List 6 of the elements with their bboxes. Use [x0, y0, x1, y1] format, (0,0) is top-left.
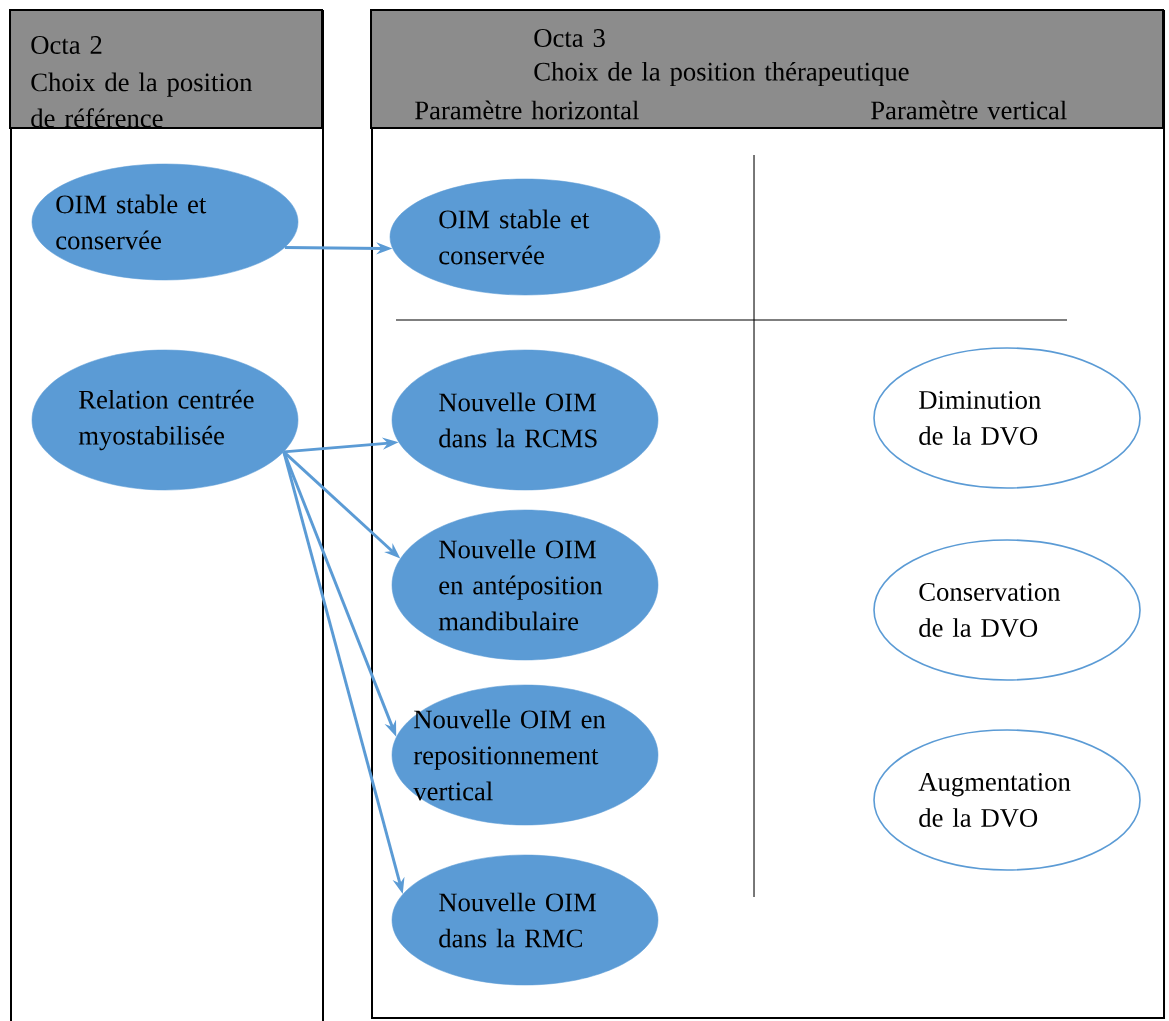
panel-header: Octa 3 Choix de la position thérapeutique Paramètre horizontal Paramètre vertical	[370, 9, 1164, 129]
node-label: Paramètre vertical	[871, 100, 1067, 120]
node-label: Paramètre horizontal	[415, 100, 639, 120]
node-label: Choix de la position thérapeutique	[534, 61, 909, 87]
panel-header: Octa 2 Choix de la position de référence	[9, 9, 323, 129]
node-label: Octa 3	[534, 29, 605, 47]
